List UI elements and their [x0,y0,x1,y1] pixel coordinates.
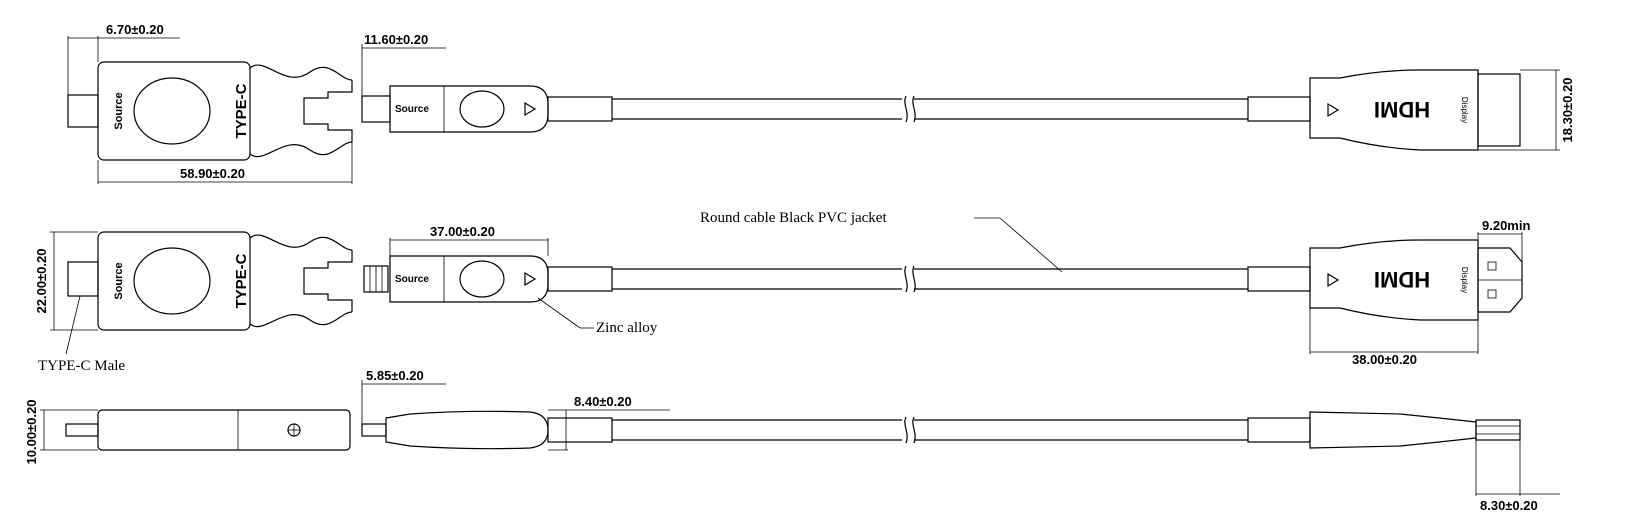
hdmi-housing-edge [1309,411,1477,449]
dim-58-90: 58.90±0.20 [180,166,245,181]
callouts: Round cable Black PVC jacket Zinc alloy … [38,210,1063,374]
dim-38-00: 38.00±0.20 [1352,352,1417,367]
svg-text:Display: Display [1460,267,1469,293]
svg-text:HDMI: HDMI [1374,267,1430,292]
hdmi-plug-top [1477,73,1521,147]
clip-wing-lower [249,141,353,158]
dim-22-00: 22.00±0.20 [34,249,49,314]
strain-relief-right-top [1247,96,1311,122]
dim-9-20: 9.20min [1482,218,1530,233]
callout-cable-jacket: Round cable Black PVC jacket [700,210,887,226]
typec-housing-edge [97,409,351,451]
typec-pin-top [67,94,99,128]
typec-pin-edge [65,423,99,437]
svg-text:Source: Source [113,262,125,299]
clip-wing-upper [249,64,353,81]
strain-relief-left-top [547,96,613,122]
hdmi-plug-side [1477,247,1523,313]
svg-text:TYPE-C: TYPE-C [233,253,250,308]
cable-break-b [912,95,916,123]
source-label: Source [113,92,125,129]
typec-oval-top [133,77,211,145]
cable-break-a [904,95,908,123]
dim-5-85: 5.85±0.20 [366,368,424,383]
hdmi-plug-edge [1475,419,1521,441]
clip-notch [303,80,353,142]
triangle-arrow-icon-hdmi [1327,102,1340,118]
callout-zinc-alloy: Zinc alloy [596,320,658,336]
dim-11-60: 11.60±0.20 [364,32,428,47]
dim-8-30: 8.30±0.20 [1480,498,1538,513]
svg-text:Source: Source [395,274,429,285]
row-edge-view [65,409,1521,451]
dimension-lines: 6.70±0.20 11.60±0.20 58.90±0.20 18.30±0.… [24,22,1575,513]
dim-8-40: 8.40±0.20 [574,394,632,409]
source-label-small: Source [395,104,429,115]
typec-label: TYPE-C [233,83,250,138]
dim-6-70: 6.70±0.20 [106,22,164,37]
dim-37-00: 37.00±0.20 [430,224,495,239]
typec-pin-side [67,261,99,297]
hdmi-housing-top [1309,69,1479,151]
dim-10-00: 10.00±0.20 [24,400,39,465]
typec-housing-top [97,61,251,161]
micro-plug-top [361,95,391,123]
small-oval-top [459,90,505,128]
callout-typec-male: TYPE-C Male [38,358,125,374]
typec-housing-side [97,231,251,331]
display-label: Display [1460,97,1469,123]
micro-plug-edge [361,423,387,437]
row-side-view: Source TYPE-C Source HDMI Display [67,231,1523,331]
triangle-arrow-icon [524,101,537,117]
hdmi-housing-side [1309,239,1479,321]
small-housing-edge [385,410,549,450]
hdmi-label: HDMI [1374,97,1430,122]
dim-18-30: 18.30±0.20 [1560,78,1575,143]
row-top-view: Source TYPE-C Source HDMI Display [67,61,1521,161]
